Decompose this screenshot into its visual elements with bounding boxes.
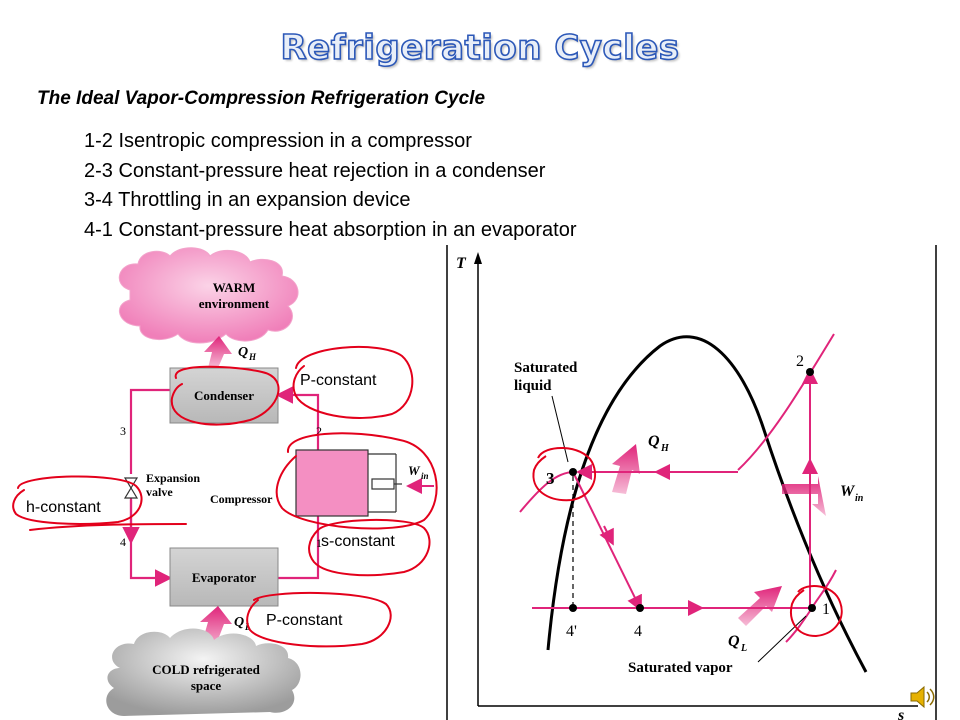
point-1 [808,604,816,612]
slide-title: Refrigeration Cycles [280,27,680,69]
point-1-label: 1 [822,601,830,618]
ts-win-sub: in [855,493,864,504]
h-constant-underline [29,523,187,531]
saturation-dome [546,335,868,673]
condenser-box [169,367,279,424]
saturated-liquid-leader [551,395,569,463]
saturated-liquid-label-1: Saturated [514,360,578,376]
warm-env-label-1: WARM [213,280,256,295]
p-constant-bottom-ink-circle [246,591,392,648]
ts-win-arrow [782,476,826,516]
expansion-label-2: valve [146,485,173,499]
point-1-ink-circle [790,585,843,638]
point-4-label: 4 [634,623,642,640]
schematic-win-label: W [408,463,421,478]
ts-ql-arrow [738,586,782,626]
warm-env-label-2: environment [199,296,270,311]
schematic-state-2: 2 [316,424,322,438]
point-3-label: 3 [546,469,555,488]
schematic-win-sub: in [421,471,429,481]
s-constant-annotation: s-constant [321,533,395,550]
condenser-label: Condenser [194,388,254,403]
warm-environment-cloud: WARM environment [118,247,299,344]
point-2-label: 2 [796,353,804,370]
ink-annotations [12,346,438,648]
point-3 [569,468,577,476]
cold-space-label-2: space [191,678,222,693]
process-step-1-2: 1-2 Isentropic compression in a compress… [84,130,472,152]
process-step-3-4: 3-4 Throttling in an expansion device [84,189,411,211]
compressor-label: Compressor [210,492,273,506]
schematic-ql-label: Q [234,615,244,630]
saturated-vapor-leader [757,615,807,663]
cold-space-label-1: COLD refrigerated [152,662,260,677]
compressor [295,449,402,517]
point-4 [636,604,644,612]
process-steps-list: 1-2 Isentropic compression in a compress… [84,127,577,245]
p-constant-annotation-top: P-constant [300,372,377,389]
ts-qh-sub: H [660,443,670,454]
ts-ql-sub: L [740,643,747,654]
schematic-diagram: WARM environment Q H Condenser Evaporato… [106,247,434,716]
compressor-ink-circle [275,432,438,530]
schematic-state-3: 3 [120,424,126,438]
schematic-qh-sub: H [248,352,257,362]
qh-heat-arrow [204,336,232,368]
h-constant-annotation: h-constant [26,499,101,516]
ts-qh-label: Q [648,433,660,450]
schematic-state-4: 4 [120,535,126,549]
speaker-icon[interactable] [908,682,938,712]
point-3-ink-circle [532,446,597,502]
saturated-vapor-label: Saturated vapor [628,660,733,676]
ts-qh-arrow [612,444,640,494]
expansion-valve-icon [123,477,139,499]
process-step-4-1: 4-1 Constant-pressure heat absorption in… [84,218,577,241]
h-constant-ink-circle [12,475,143,525]
schematic-qh-label: Q [238,345,248,360]
s-constant-ink-circle [308,518,431,577]
process-step-2-3: 2-3 Constant-pressure heat rejection in … [84,159,546,182]
ts-ql-label: Q [728,633,740,650]
point-2 [806,368,814,376]
s-axis-label: s [897,707,904,720]
saturated-liquid-label-2: liquid [514,378,552,394]
schematic-state-1: 1 [316,536,322,550]
point-4prime [569,604,577,612]
slide-subtitle: The Ideal Vapor-Compression Refrigeratio… [37,88,486,109]
ts-win-label: W [840,483,856,500]
p-constant-top-ink-circle [292,346,414,419]
process-2-3-superheat [737,333,835,471]
condenser-ink-circle [170,365,280,426]
p-constant-annotation-bottom: P-constant [266,612,343,629]
evaporator-label: Evaporator [192,570,257,585]
ts-diagram: T s [446,245,937,720]
t-axis-label: T [456,255,467,272]
point-4prime-label: 4' [566,623,577,640]
cold-space-cloud: COLD refrigerated space [106,628,301,716]
evaporator-box [169,547,279,607]
expansion-label-1: Expansion [146,471,200,485]
